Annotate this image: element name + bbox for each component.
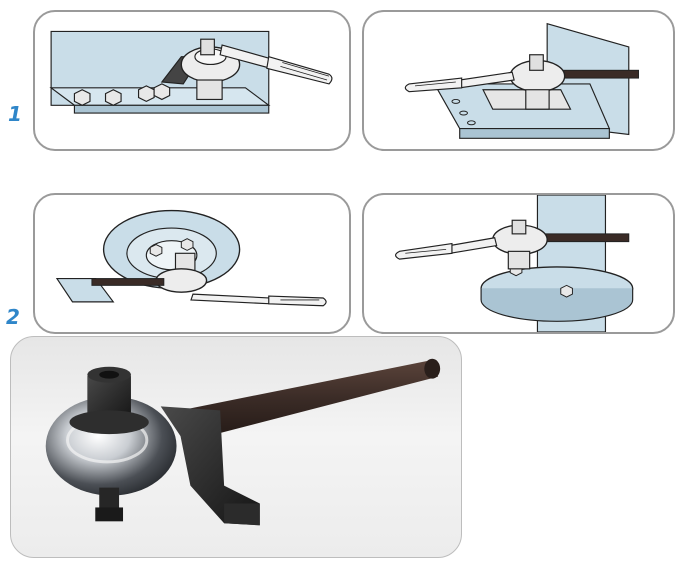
torque-multiplier-product-photo [45,358,441,526]
torque-multiplier-on-machine-base-illustration [404,22,639,139]
step2-left-illustration-panel [33,193,351,334]
torque-multiplier-on-wall-plate-illustration [49,30,333,114]
step-number-2: 2 [6,305,20,329]
torque-multiplier-on-wheel-hub-illustration [55,209,327,307]
product-photo-panel [10,336,462,558]
torque-multiplier-on-pipe-flange-illustration [395,195,634,332]
step1-right-illustration-panel [362,10,675,151]
step-number-1: 1 [8,102,22,126]
step1-left-illustration-panel [33,10,351,151]
step2-right-illustration-panel [362,193,675,334]
